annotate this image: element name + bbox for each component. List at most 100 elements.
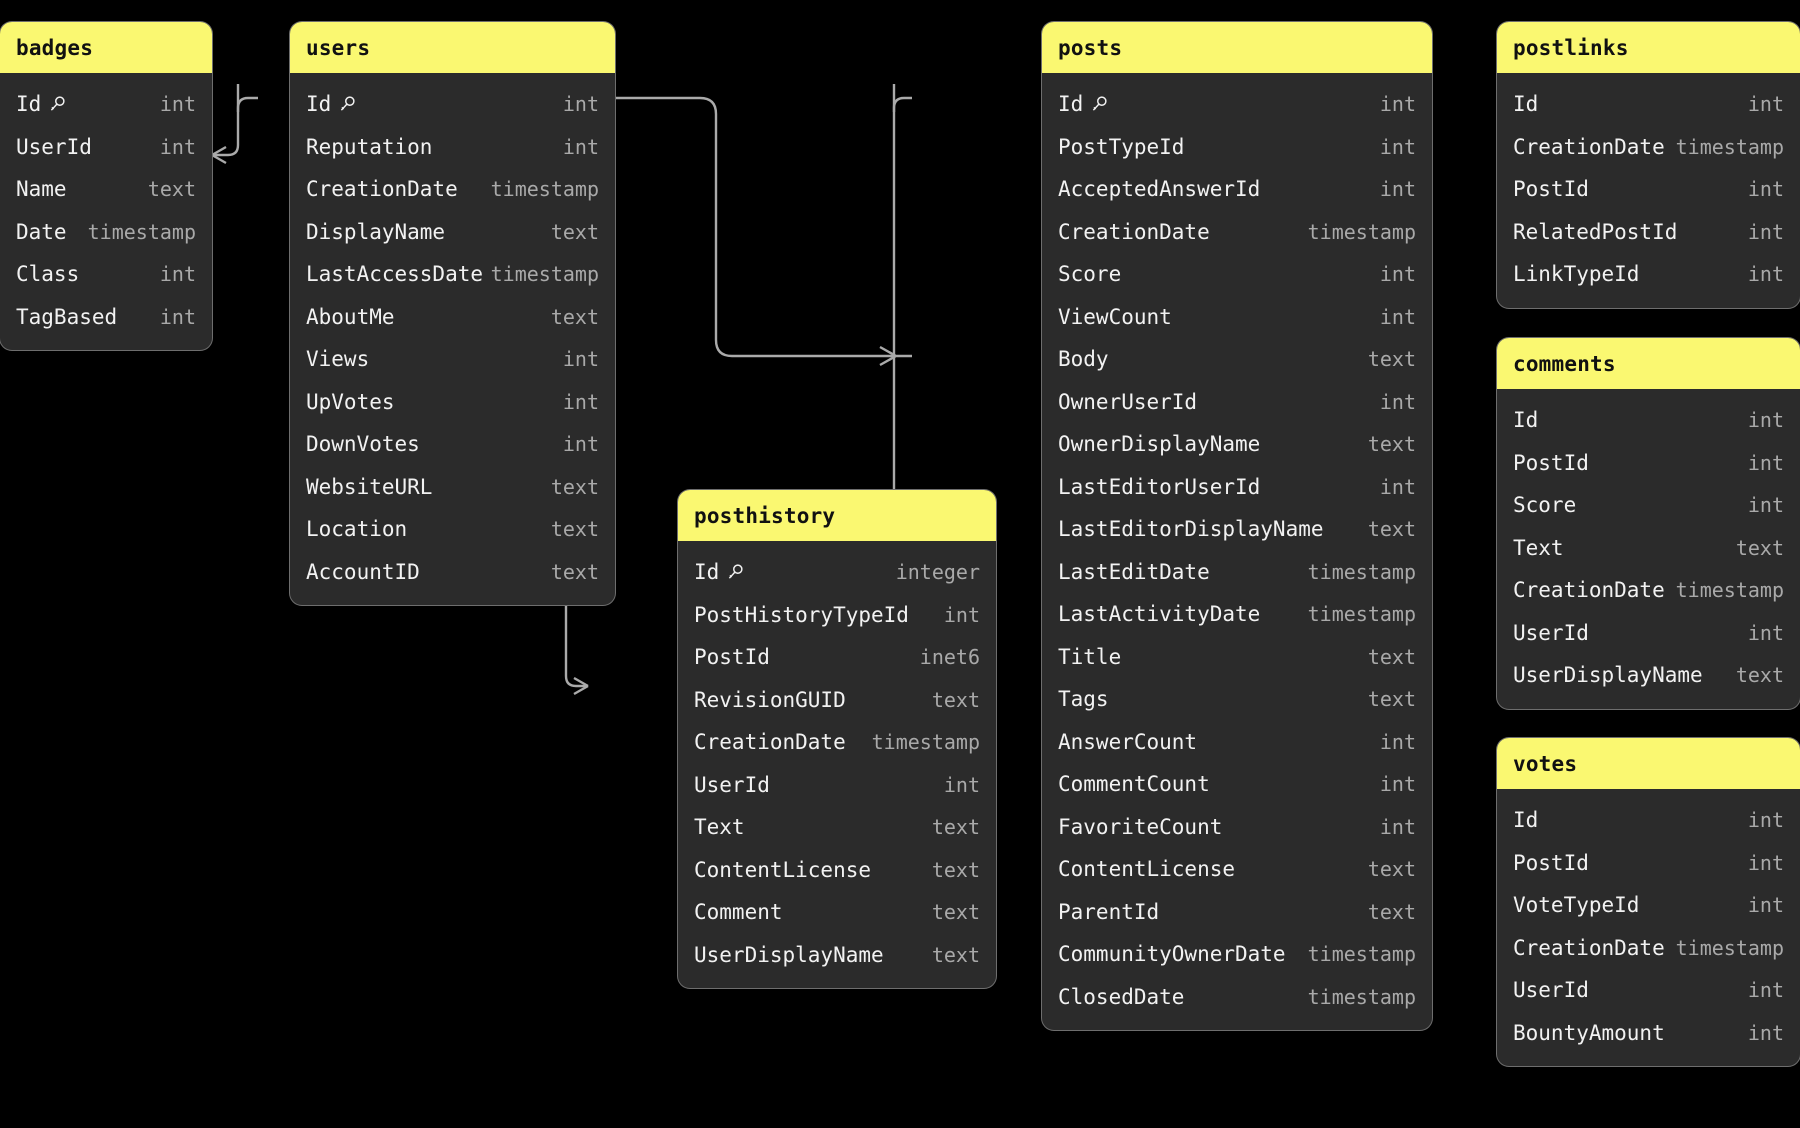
column-type: timestamp bbox=[1675, 578, 1784, 603]
column-type: int bbox=[159, 262, 196, 287]
column-name: ClosedDate bbox=[1058, 984, 1185, 1009]
column-row[interactable]: CreationDate timestamp bbox=[1497, 126, 1800, 169]
column-name: LastAccessDate bbox=[306, 262, 484, 287]
primary-key-icon bbox=[726, 563, 744, 581]
column-name: Date bbox=[16, 219, 67, 244]
column-name: BountyAmount bbox=[1513, 1020, 1665, 1045]
column-name: Id bbox=[1513, 808, 1539, 833]
column-type: int bbox=[1747, 493, 1784, 518]
column-name: CreationDate bbox=[1513, 134, 1665, 159]
column-type: text bbox=[550, 474, 599, 499]
column-type: int bbox=[562, 389, 599, 414]
column-type: int bbox=[159, 92, 196, 117]
table-header-users: users bbox=[290, 22, 615, 73]
column-row[interactable]: Id int bbox=[1497, 799, 1800, 842]
column-name: Score bbox=[1058, 262, 1122, 287]
column-type: int bbox=[1747, 850, 1784, 875]
column-type: timestamp bbox=[1307, 942, 1416, 967]
column-type: timestamp bbox=[1675, 134, 1784, 159]
column-type: int bbox=[1747, 808, 1784, 833]
column-type: int bbox=[1747, 262, 1784, 287]
column-type: int bbox=[1747, 92, 1784, 117]
column-name: OwnerDisplayName bbox=[1058, 432, 1261, 457]
column-type: text bbox=[931, 942, 980, 967]
